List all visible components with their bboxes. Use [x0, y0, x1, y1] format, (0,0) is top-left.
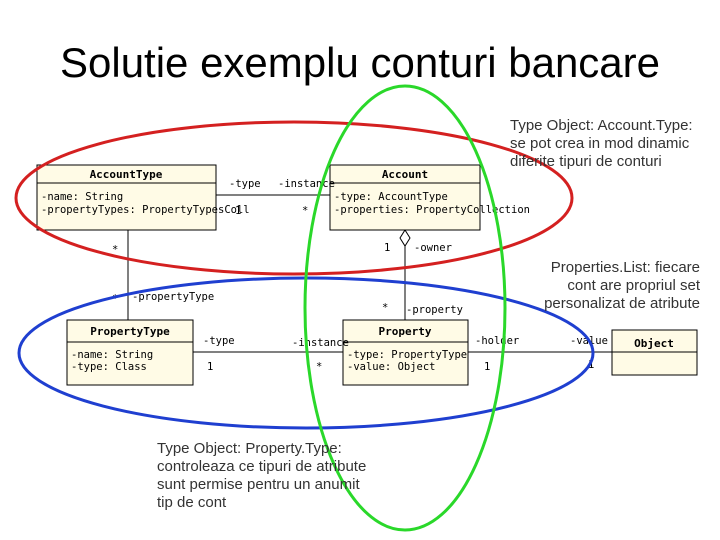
- multiplicity-label: *: [302, 205, 308, 217]
- class-accounttype[interactable]: AccountType -name: String -propertyTypes…: [36, 164, 250, 231]
- role-label: -propertyType: [132, 291, 214, 303]
- role-label: -holder: [475, 335, 519, 347]
- multiplicity-label: *: [112, 244, 118, 256]
- class-object[interactable]: Object: [611, 329, 698, 376]
- property-type-note: Type Object: Property.Type: controleaza …: [157, 440, 367, 511]
- properties-list-note: Properties.List: fiecare cont are propri…: [544, 259, 700, 312]
- multiplicity-label: 1: [484, 361, 490, 373]
- multiplicity-label: 1: [384, 242, 390, 254]
- class-name: PropertyType: [90, 325, 170, 338]
- class-attribute: -propertyTypes: PropertyTypesColl: [41, 204, 250, 216]
- class-attribute: -name: String: [41, 191, 123, 203]
- multiplicity-label: *: [382, 302, 388, 314]
- green-highlight-ellipse: [303, 84, 507, 532]
- class-attribute: -properties: PropertyCollection: [334, 204, 530, 216]
- class-property[interactable]: Property -type: PropertyType -value: Obj…: [342, 319, 469, 386]
- class-account[interactable]: Account -type: AccountType -properties: …: [329, 164, 530, 231]
- role-label: -type: [229, 178, 261, 190]
- role-label: -property: [406, 304, 463, 316]
- class-attribute: -name: String: [71, 349, 153, 361]
- aggregation-diamond: [399, 229, 411, 247]
- class-name: Account: [382, 168, 428, 181]
- multiplicity-label: 1: [588, 359, 594, 371]
- class-attribute: -type: AccountType: [334, 191, 448, 203]
- account-type-note: Type Object: Account.Type: se pot crea i…: [510, 117, 693, 170]
- class-propertytype[interactable]: PropertyType -name: String -type: Class: [66, 319, 194, 386]
- class-name: Object: [634, 337, 674, 350]
- role-label: -instance: [278, 178, 335, 190]
- red-highlight-ellipse: [14, 120, 574, 276]
- class-attribute: -type: Class: [71, 361, 147, 373]
- multiplicity-label: 1: [235, 205, 241, 217]
- class-name: AccountType: [90, 168, 163, 181]
- multiplicity-label: 1: [207, 361, 213, 373]
- role-label: -instance: [292, 337, 349, 349]
- class-attribute: -value: Object: [347, 361, 436, 373]
- class-attribute: -type: PropertyType: [347, 349, 467, 361]
- class-name: Property: [379, 325, 432, 338]
- multiplicity-label: *: [112, 293, 118, 305]
- role-label: -type: [203, 335, 235, 347]
- role-label: -owner: [414, 242, 452, 254]
- multiplicity-label: *: [316, 361, 322, 373]
- page-title: Solutie exemplu conturi bancare: [59, 39, 661, 86]
